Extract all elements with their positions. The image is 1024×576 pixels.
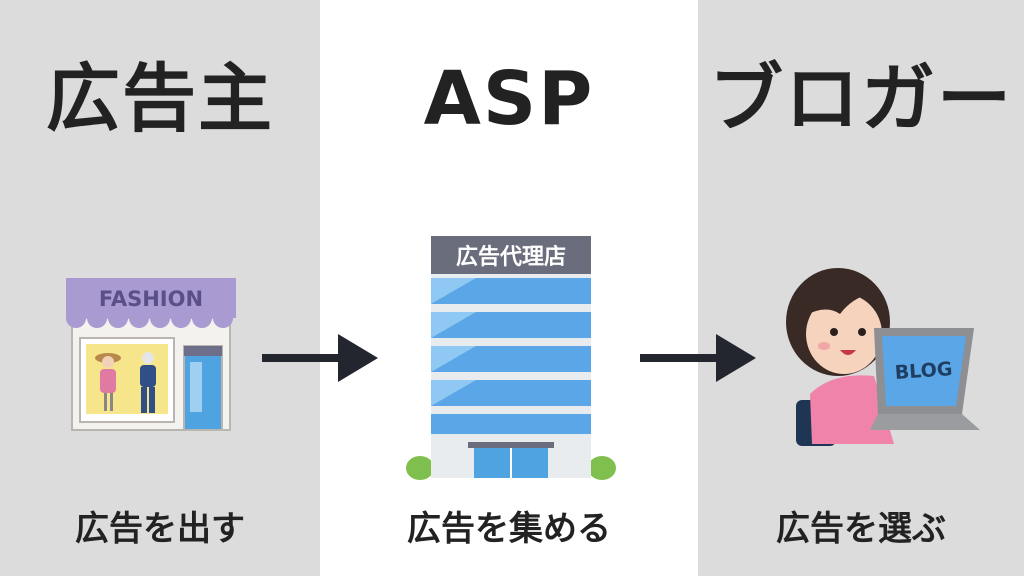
shop-sign-text: FASHION xyxy=(99,287,203,311)
arrow-right-icon xyxy=(640,334,756,382)
arrow-right-icon xyxy=(262,334,378,382)
asp-caption: 広告を集める xyxy=(407,509,611,549)
blogger-column: ブロガー BLOG xyxy=(698,0,1024,576)
asp-column: ASP 広告代理店 xyxy=(320,0,698,576)
laptop-screen-text: BLOG xyxy=(894,358,953,384)
asp-title: ASP xyxy=(423,56,595,142)
advertiser-column: 広告主 FASHION xyxy=(0,0,320,576)
advertiser-caption: 広告を出す xyxy=(75,509,245,549)
advertiser-title: 広告主 xyxy=(46,56,274,142)
blogger-laptop-icon: BLOG xyxy=(786,268,980,446)
blogger-title: ブロガー xyxy=(709,56,1013,142)
building-sign-text: 広告代理店 xyxy=(456,244,566,270)
ad-agency-building-icon: 広告代理店 xyxy=(406,236,616,480)
blogger-caption: 広告を選ぶ xyxy=(776,509,946,549)
fashion-shop-icon: FASHION xyxy=(66,278,236,431)
